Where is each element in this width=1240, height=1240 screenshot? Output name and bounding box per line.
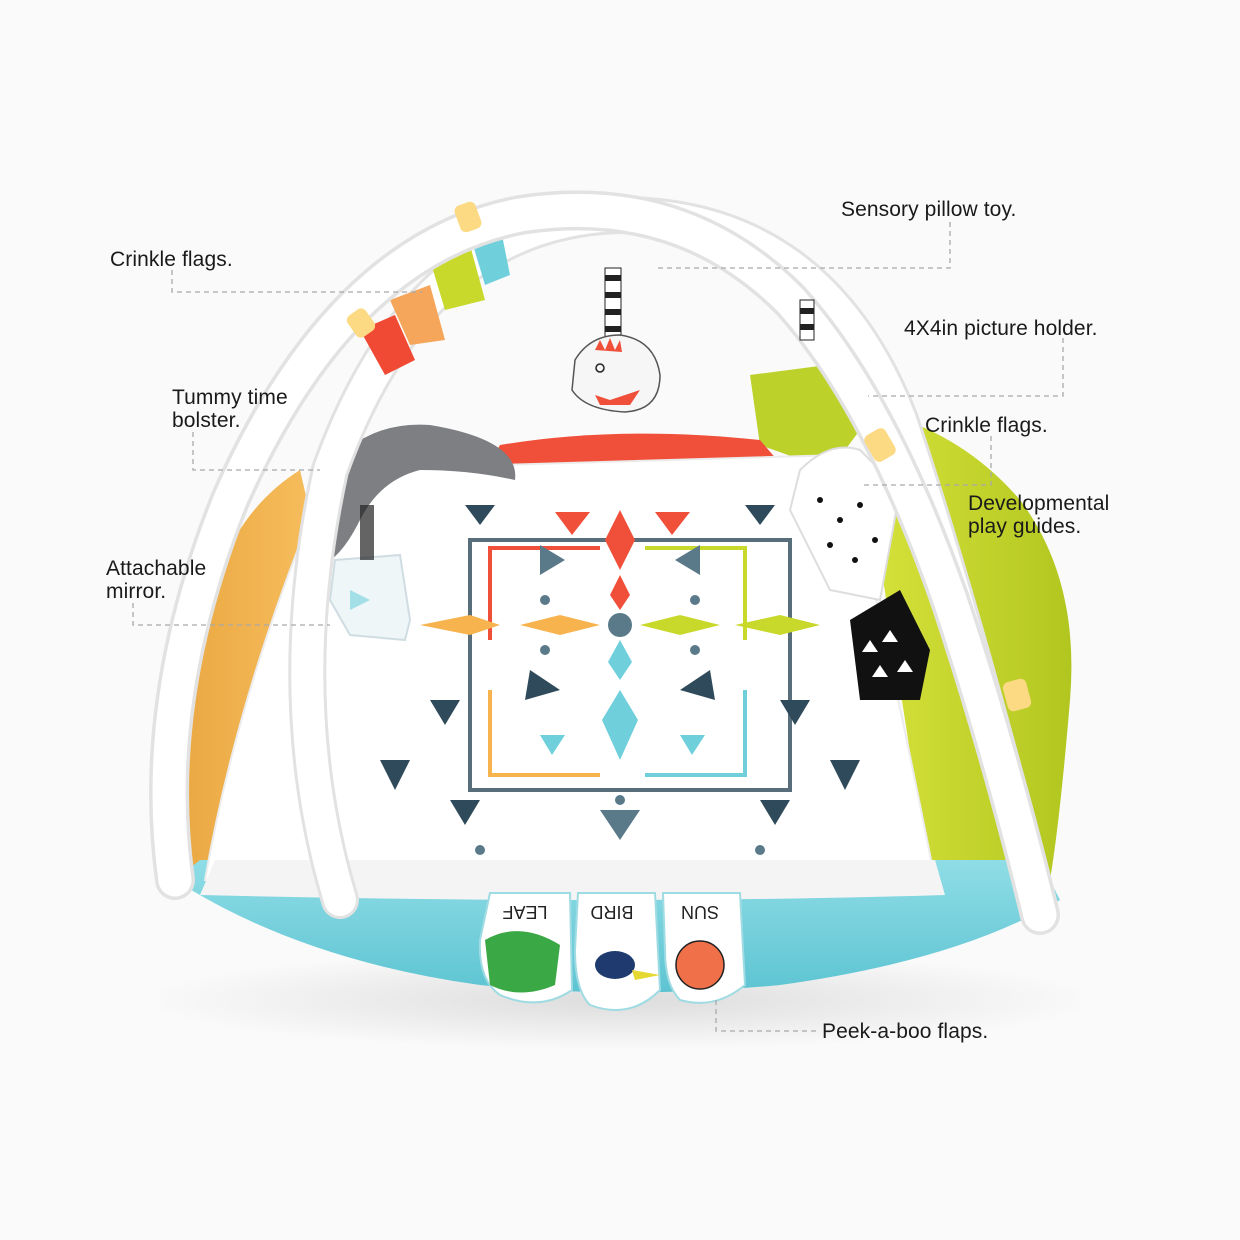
callout-text: Developmental <box>968 492 1110 515</box>
peek-a-boo-flaps: LEAF BIRD SUN <box>478 892 747 1011</box>
callout-text: Peek-a-boo flaps. <box>822 1020 989 1043</box>
arch-clip <box>1002 678 1032 712</box>
leader-attachable-mirror <box>132 603 330 626</box>
mat-pattern <box>380 505 860 855</box>
flap-word-bird: BIRD <box>590 902 633 922</box>
callout-text: bolster. <box>172 409 241 432</box>
callout-tummy-time-bolster: Tummy time bolster. <box>172 386 288 432</box>
callout-crinkle-flags-right: Crinkle flags. <box>925 414 1048 437</box>
callout-crinkle-flags-left: Crinkle flags. <box>110 248 233 271</box>
callout-attachable-mirror: Attachable mirror. <box>106 557 206 603</box>
callout-sensory-pillow-toy: Sensory pillow toy. <box>841 198 1016 221</box>
callout-text: 4X4in picture holder. <box>904 317 1098 340</box>
arch-clip <box>864 428 896 462</box>
sensory-pillow-toy <box>571 267 815 413</box>
callout-text: Tummy time <box>172 386 288 409</box>
attachable-mirror <box>328 505 412 642</box>
callout-text: Crinkle flags. <box>925 414 1048 437</box>
leader-tummy-time-bolster <box>192 432 320 471</box>
tummy-time-bolster <box>310 424 516 565</box>
callout-text: Attachable <box>106 557 207 580</box>
callout-developmental-play-guides: Developmental play guides. <box>968 492 1109 538</box>
callout-text: mirror. <box>106 580 167 603</box>
callout-text: Crinkle flags. <box>110 248 233 271</box>
arch-clip <box>454 201 482 233</box>
flap-word-sun: SUN <box>681 902 719 922</box>
leader-picture-holder <box>868 338 1064 397</box>
callout-leaders <box>132 222 1064 1032</box>
mat-padded-edge <box>200 860 945 900</box>
callout-picture-holder: 4X4in picture holder. <box>904 317 1098 340</box>
callout-peek-a-boo-flaps: Peek-a-boo flaps. <box>822 1020 988 1043</box>
callout-text: Sensory pillow toy. <box>841 198 1017 221</box>
flap-word-leaf: LEAF <box>502 902 547 922</box>
callout-text: play guides. <box>968 515 1082 538</box>
leader-sensory-pillow-toy <box>655 222 951 269</box>
leader-peek-a-boo-flaps <box>715 1000 818 1032</box>
play-arch-front-highlight <box>152 193 1057 932</box>
leader-crinkle-flags-right <box>860 436 992 486</box>
arch-clip <box>346 308 376 338</box>
developmental-play-guides <box>788 446 930 700</box>
leader-crinkle-flags-left <box>171 270 422 293</box>
